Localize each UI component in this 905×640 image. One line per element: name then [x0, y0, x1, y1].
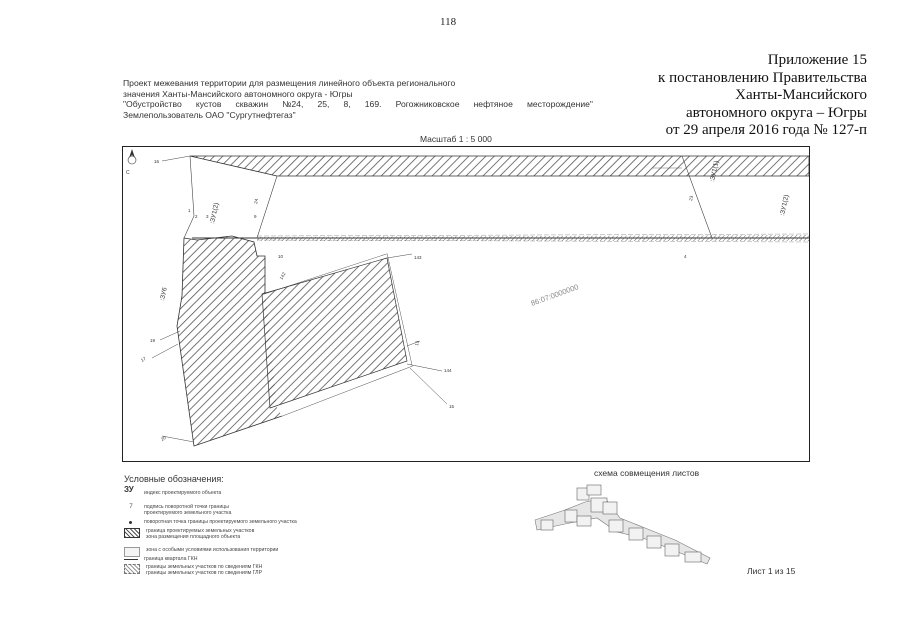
point-label: 19: [150, 338, 156, 343]
project-word: №24,: [282, 99, 304, 110]
pointer-line: [151, 343, 179, 359]
cadastral-number: 86:07:0000000: [530, 282, 580, 308]
legend-zu-symbol: ЗУ: [124, 485, 134, 494]
pointer-line: [386, 253, 413, 259]
parcel-label: :ЗУ6: [159, 286, 169, 301]
legend-boundary-text: граница проектируемых земельных участков…: [146, 528, 254, 540]
pointer-line: [161, 435, 195, 443]
project-word: 25,: [317, 99, 330, 110]
schema-title: схема совмещения листов: [594, 468, 700, 478]
point-label: 16: [154, 159, 160, 164]
point-label: 143: [414, 255, 422, 260]
project-description: Проект межевания территории для размещен…: [123, 78, 593, 120]
pointer-line: [159, 330, 181, 341]
legend-point-text: подпись поворотной точки границы проекти…: [144, 504, 231, 516]
point-label: 20: [160, 435, 167, 442]
legend-line-icon: [124, 556, 138, 564]
point-label: 9: [254, 214, 257, 219]
legend-gkn-text: граница квартала ГКН: [144, 556, 198, 562]
auxiliary-line: [256, 175, 278, 239]
point-label: 142: [279, 271, 287, 280]
legend-special-text: зона с особыми условиями использования т…: [146, 547, 279, 553]
legend-zone-icon: [124, 547, 140, 557]
legend-turn-text: поворотная точка границы проектируемого …: [144, 519, 297, 525]
project-word: Рогожниковское: [395, 99, 460, 110]
sheet-layout-schema: [534, 484, 711, 565]
map-scale: Масштаб 1 : 5 000: [420, 134, 492, 144]
parcel-label: :ЗУ1(2): [209, 202, 220, 224]
point-label: 144: [444, 368, 452, 373]
legend-hatch-icon: [124, 528, 140, 538]
pointer-line: [161, 155, 191, 162]
legend-boundary-text-a: граница проектируемых земельных участков: [146, 528, 255, 534]
point-label: 13: [414, 340, 420, 346]
point-label: 24: [253, 198, 259, 204]
pointer-line: [406, 340, 421, 347]
legend-title: Условные обозначения:: [124, 474, 224, 484]
appendix-line-1: Приложение 15: [767, 52, 867, 68]
project-word: 169.: [364, 99, 382, 110]
project-line-1: Проект межевания территории для размещен…: [123, 78, 456, 88]
north-label: С: [126, 170, 130, 176]
legend-row-point: 7 подпись поворотной точки границы проек…: [124, 504, 231, 516]
project-word: нефтяное: [473, 99, 513, 110]
legend-row-parcels: границы земельных участков по сведениям …: [124, 564, 262, 576]
map-drawing: С :ЗУ1(1) :ЗУ1(2) :ЗУ1(2) :ЗУ6 86:07:000…: [122, 146, 810, 462]
legend-turn-dot-icon: [124, 519, 138, 527]
point-label: 17: [140, 356, 147, 363]
appendix-line-5: от 29 апреля 2016 года № 127-п: [665, 122, 867, 138]
project-line-2: значения Ханты-Мансийского автономного о…: [123, 88, 353, 99]
auxiliary-line: [681, 155, 713, 239]
pointer-line: [409, 367, 448, 405]
legend-point-text-a: подпись поворотной точки границы: [144, 504, 229, 510]
point-label: 15: [449, 404, 455, 409]
appendix-line-2: к постановлению Правительства: [658, 69, 867, 86]
legend-row-turn: поворотная точка границы проектируемого …: [124, 519, 297, 527]
project-word: "Обустройство: [123, 99, 182, 110]
legend-row-zu: ЗУ индекс проектируемого объекта: [124, 485, 221, 496]
appendix-line-3: Ханты-Мансийского: [735, 87, 867, 103]
project-word: месторождение": [526, 99, 593, 110]
auxiliary-line: [183, 155, 195, 239]
pointer-line: [406, 363, 443, 372]
project-word: кустов: [195, 99, 222, 110]
legend-boundary-text-b: зона размещения площадного объекта: [146, 534, 241, 540]
legend-row-boundary: граница проектируемых земельных участков…: [124, 528, 254, 540]
legend-zu-text: индекс проектируемого объекта: [144, 490, 222, 496]
map-frame: [122, 146, 810, 462]
legend-parcels-text: границы земельных участков по сведениям …: [146, 564, 262, 576]
project-word: скважин: [235, 99, 269, 110]
legend-parcels-icon: [124, 564, 140, 574]
parcel-label: :ЗУ1(2): [779, 194, 790, 216]
point-label: 4: [684, 254, 687, 259]
parcel-label: :ЗУ1(1): [709, 160, 720, 182]
point-label: 10: [278, 254, 284, 259]
page-number: 118: [440, 16, 457, 28]
parcel-zu1-corridor: [189, 155, 810, 177]
project-line-4: Землепользователь ОАО "Сургутнефтегаз": [123, 109, 296, 120]
parcel-zu6-inner: [261, 257, 408, 409]
point-label: 23: [688, 195, 694, 201]
point-label: 2: [195, 214, 198, 219]
point-label: 3: [206, 214, 209, 219]
project-word: 8,: [343, 99, 351, 110]
legend-row-special: зона с особыми условиями использования т…: [124, 547, 278, 557]
point-label: 1: [188, 208, 191, 213]
legend-point-symbol: 7: [129, 504, 133, 510]
legend-point-text-b: проектируемого земельного участка: [144, 510, 232, 516]
legend-row-gkn: граница квартала ГКН: [124, 556, 197, 564]
legend-parcels-gkn-text: границы земельных участков по сведениям …: [146, 564, 263, 570]
appendix-header: Приложение 15 к постановлению Правительс…: [507, 52, 867, 140]
corridor-boundary: [256, 233, 810, 237]
parcel-zu1-strip: [257, 235, 809, 241]
legend-parcels-glr-text: границы земельных участков по сведениям …: [146, 570, 263, 576]
north-arrow-icon: [127, 149, 137, 165]
appendix-line-4: автономного округа – Югры: [685, 104, 867, 121]
sheet-number: Лист 1 из 15: [747, 566, 796, 576]
project-line-3: "Обустройство кустов скважин №24, 25, 8,…: [123, 99, 593, 110]
